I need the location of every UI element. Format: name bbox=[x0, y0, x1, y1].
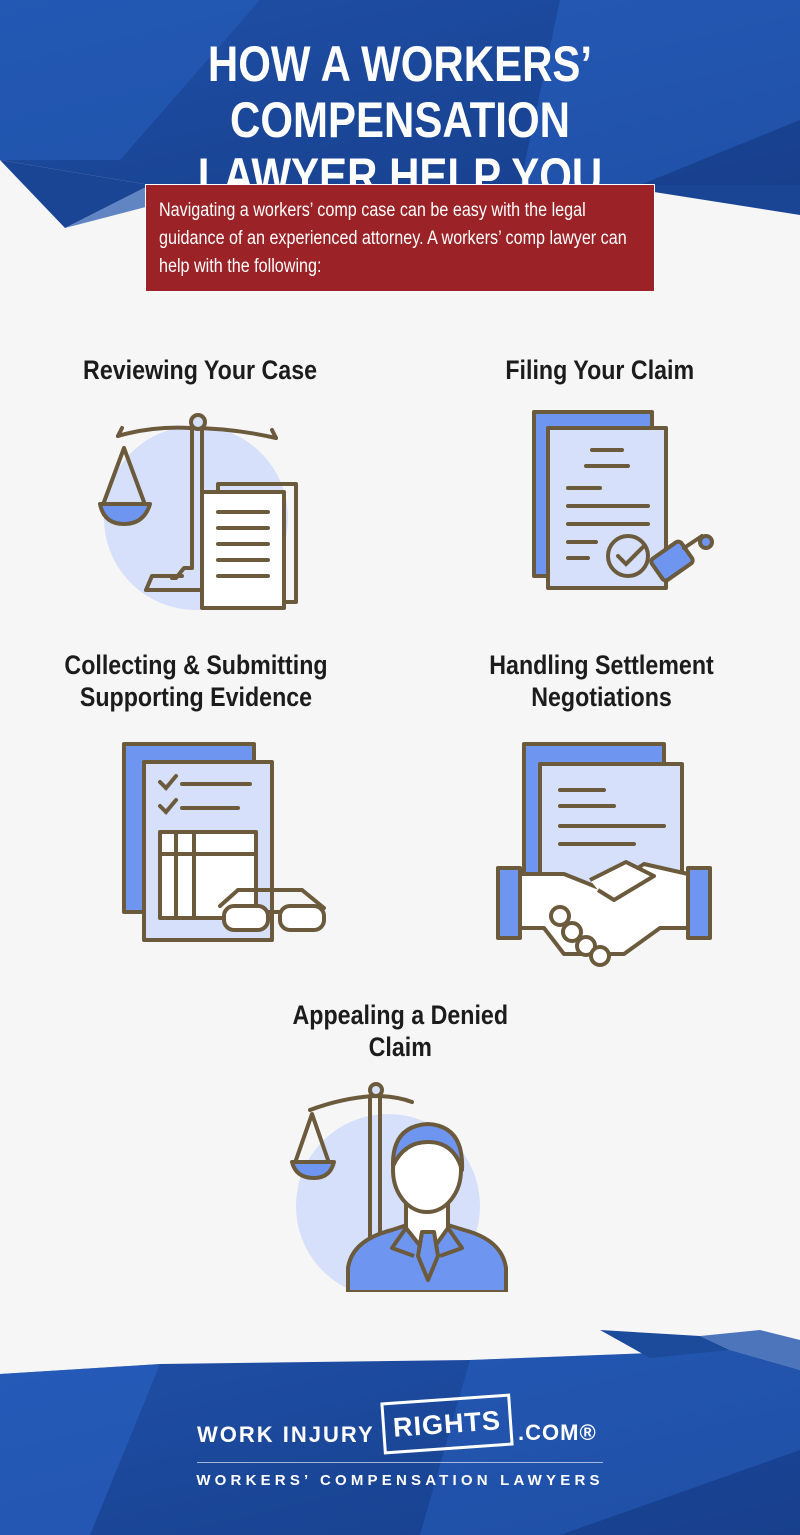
service-collecting-title-line-2: Supporting Evidence bbox=[79, 682, 313, 712]
page-title-line-1: HOW A WORKERS’ COMPENSATION bbox=[207, 36, 593, 148]
service-filing-title-line-1: Filing Your Claim bbox=[505, 355, 695, 385]
scales-document-icon bbox=[98, 413, 298, 610]
lawyer-scales-icon bbox=[290, 1082, 508, 1292]
service-reviewing-title: Reviewing Your Case bbox=[40, 354, 360, 386]
brand-dot-com: .COM® bbox=[518, 1420, 597, 1445]
intro-box: Navigating a workers’ comp case can be e… bbox=[145, 184, 655, 292]
header-background bbox=[0, 0, 800, 228]
service-reviewing-title-line-1: Reviewing Your Case bbox=[82, 355, 317, 385]
brand-work-injury: WORK INJURY bbox=[197, 1422, 375, 1447]
service-appealing-title-line-2: Claim bbox=[368, 1032, 432, 1062]
checklist-glasses-icon bbox=[122, 742, 326, 942]
brand-logo: WORK INJURY RIGHTS .COM® bbox=[0, 1393, 800, 1458]
brand-rights-box: RIGHTS bbox=[380, 1393, 514, 1455]
service-filing-title: Filing Your Claim bbox=[440, 354, 760, 386]
service-appealing-title-line-1: Appealing a Denied bbox=[292, 1000, 508, 1030]
service-settlement-title-line-1: Handling Settlement bbox=[489, 650, 715, 680]
brand-tagline: WORKERS’ COMPENSATION LAWYERS bbox=[196, 1472, 604, 1489]
intro-text: Navigating a workers’ comp case can be e… bbox=[159, 200, 627, 277]
brand-rights: RIGHTS bbox=[392, 1405, 502, 1443]
document-stamp-icon bbox=[532, 410, 714, 590]
page-title: HOW A WORKERS’ COMPENSATION LAWYER HELP … bbox=[64, 36, 736, 204]
footer-background bbox=[0, 1330, 800, 1535]
brand-divider bbox=[197, 1462, 603, 1463]
service-settlement-title: Handling Settlement Negotiations bbox=[442, 649, 762, 713]
handshake-document-icon bbox=[496, 742, 712, 967]
service-collecting-title-line-1: Collecting & Submitting bbox=[64, 650, 328, 680]
service-collecting-title: Collecting & Submitting Supporting Evide… bbox=[36, 649, 356, 713]
service-settlement-title-line-2: Negotiations bbox=[531, 682, 673, 712]
service-appealing-title: Appealing a Denied Claim bbox=[240, 999, 560, 1063]
